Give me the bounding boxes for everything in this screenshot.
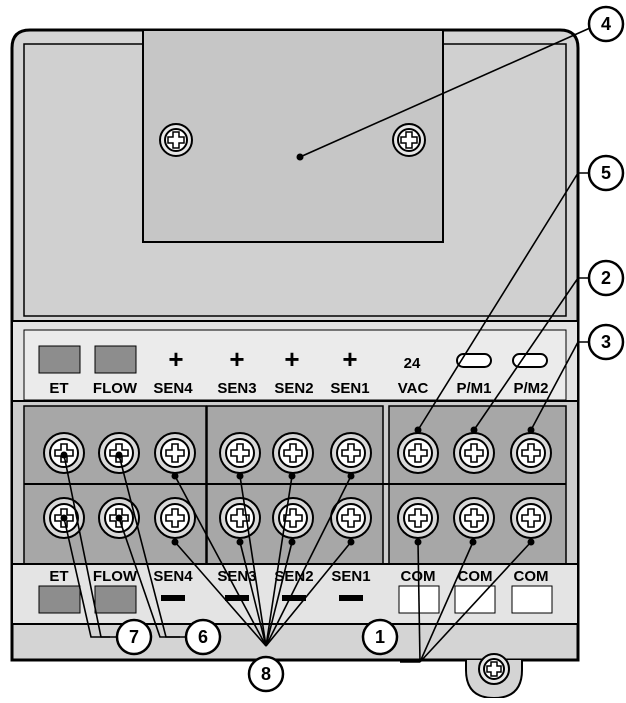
leader-3 <box>530 341 590 431</box>
leader-8-1 <box>174 475 267 647</box>
flow-indicator-lower <box>94 585 137 614</box>
leader-8-2 <box>174 541 267 647</box>
sen3-minus <box>225 595 249 601</box>
upper-label-sen3: SEN3 <box>217 380 256 397</box>
cover-screw-right <box>392 123 426 157</box>
leader-7b <box>63 517 110 638</box>
leader-6b <box>118 517 180 638</box>
terminal-screw-r1-c6 <box>330 432 372 474</box>
pm2-slot <box>512 353 548 368</box>
pm1-slot <box>456 353 492 368</box>
leader-1a <box>417 541 421 663</box>
leader-8-5 <box>265 475 293 647</box>
et-indicator-upper <box>38 345 81 374</box>
svg-text:2: 2 <box>601 268 611 288</box>
callout-1: 1 <box>361 618 399 656</box>
sen3-plus: + <box>229 344 244 374</box>
leader-8-3 <box>239 475 267 647</box>
flow-indicator-upper <box>94 345 137 374</box>
leader-lines <box>63 27 591 663</box>
sen4-plus: + <box>168 344 183 374</box>
upper-label-flow: FLOW <box>93 380 138 397</box>
lower-label-sen4: SEN4 <box>153 568 193 585</box>
cover-screw-left <box>159 123 193 157</box>
et-indicator-lower <box>38 585 81 614</box>
upper-label-sen2: SEN2 <box>274 380 313 397</box>
lower-label-com-2: COM <box>458 568 493 585</box>
upper-label-sen4: SEN4 <box>153 380 193 397</box>
leader-8-6 <box>265 541 293 647</box>
leader-dots <box>60 426 535 546</box>
upper-label-pm2: P/M2 <box>513 380 548 397</box>
terminal-screw-r1-c5 <box>272 432 314 474</box>
svg-text:3: 3 <box>601 332 611 352</box>
sen1-plus: + <box>342 344 357 374</box>
lower-label-et: ET <box>49 568 68 585</box>
svg-text:5: 5 <box>601 163 611 183</box>
lower-label-flow: FLOW <box>93 568 138 585</box>
leader-8-8 <box>265 541 352 647</box>
terminal-screw-r1-c9 <box>510 432 552 474</box>
vac-24: 24 <box>404 355 421 372</box>
terminal-screw-r2-c7 <box>397 497 439 539</box>
leader-1b <box>419 541 474 663</box>
terminal-screw-r2-c6 <box>330 497 372 539</box>
leader-2 <box>473 277 590 431</box>
callout-3: 3 <box>587 323 625 361</box>
callout-5: 5 <box>587 154 625 192</box>
terminal-screw-r1-c8 <box>453 432 495 474</box>
sen2-minus <box>282 595 306 601</box>
lower-label-com-3: COM <box>514 568 549 585</box>
com-box-2 <box>454 585 496 614</box>
leader-8-4 <box>239 541 267 647</box>
leader-1c <box>419 541 532 663</box>
svg-text:1: 1 <box>375 627 385 647</box>
vac-label: VAC <box>398 380 429 397</box>
lower-label-sen1: SEN1 <box>331 568 370 585</box>
upper-label-et: ET <box>49 380 68 397</box>
callout-4: 4 <box>587 5 625 43</box>
terminal-screw-r1-c7 <box>397 432 439 474</box>
lower-label-sen2: SEN2 <box>274 568 313 585</box>
terminal-screw-r2-c3 <box>154 497 196 539</box>
terminal-screw-r2-c9 <box>510 497 552 539</box>
sen2-plus: + <box>284 344 299 374</box>
com-box-3 <box>511 585 553 614</box>
upper-label-pm1: P/M1 <box>456 380 491 397</box>
callout-6: 6 <box>184 618 222 656</box>
upper-label-sen1: SEN1 <box>330 380 369 397</box>
terminal-screw-r2-c4 <box>219 497 261 539</box>
leader-5 <box>417 172 590 431</box>
callout-8: 8 <box>247 655 285 693</box>
leader-8-7 <box>265 475 352 647</box>
sen4-minus <box>161 595 185 601</box>
callout-7: 7 <box>115 618 153 656</box>
svg-text:8: 8 <box>261 664 271 684</box>
terminal-screw-r2-c8 <box>453 497 495 539</box>
callout-2: 2 <box>587 259 625 297</box>
svg-text:7: 7 <box>129 627 139 647</box>
svg-text:6: 6 <box>198 627 208 647</box>
terminal-screw-r2-c5 <box>272 497 314 539</box>
mounting-screw <box>478 653 510 685</box>
terminal-screw-r1-c4 <box>219 432 261 474</box>
svg-text:4: 4 <box>601 14 611 34</box>
terminal-screw-r1-c3 <box>154 432 196 474</box>
leader-4 <box>299 27 591 158</box>
sen1-minus <box>339 595 363 601</box>
